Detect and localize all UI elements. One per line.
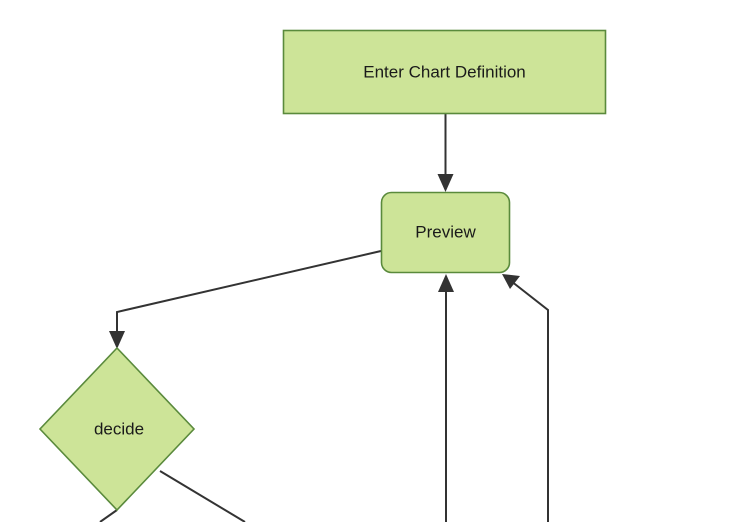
edge-enter-to-preview xyxy=(437,114,454,192)
edge-decide-bottom-out xyxy=(99,509,118,522)
edge-layer xyxy=(99,114,549,522)
node-decide-shape[interactable] xyxy=(38,346,196,512)
edge-bottom-right-to-preview-line xyxy=(510,280,549,522)
edge-decide-right-out xyxy=(159,470,246,522)
node-decide-label: decide xyxy=(94,419,144,438)
edge-bottom-center-to-preview-arrowhead xyxy=(438,274,454,292)
node-preview[interactable]: Preview xyxy=(380,191,511,274)
edge-preview-to-decide-arrowhead xyxy=(109,331,125,349)
edge-preview-to-decide-line xyxy=(116,250,382,338)
edge-preview-to-decide xyxy=(109,250,382,349)
node-preview-shape[interactable] xyxy=(380,191,511,274)
node-decide[interactable]: decide xyxy=(38,346,196,512)
node-layer: Enter Chart Definition Preview decide xyxy=(38,29,607,512)
edge-bottom-right-to-preview-arrowhead xyxy=(502,274,520,289)
node-enter-chart-definition-shape[interactable] xyxy=(282,29,607,115)
node-preview-label: Preview xyxy=(415,222,476,241)
edge-bottom-center-to-preview xyxy=(438,274,454,522)
node-enter-chart-definition-label: Enter Chart Definition xyxy=(363,62,526,81)
edge-bottom-right-to-preview xyxy=(502,274,549,522)
node-enter-chart-definition[interactable]: Enter Chart Definition xyxy=(282,29,607,115)
edge-enter-to-preview-arrowhead xyxy=(437,174,454,192)
